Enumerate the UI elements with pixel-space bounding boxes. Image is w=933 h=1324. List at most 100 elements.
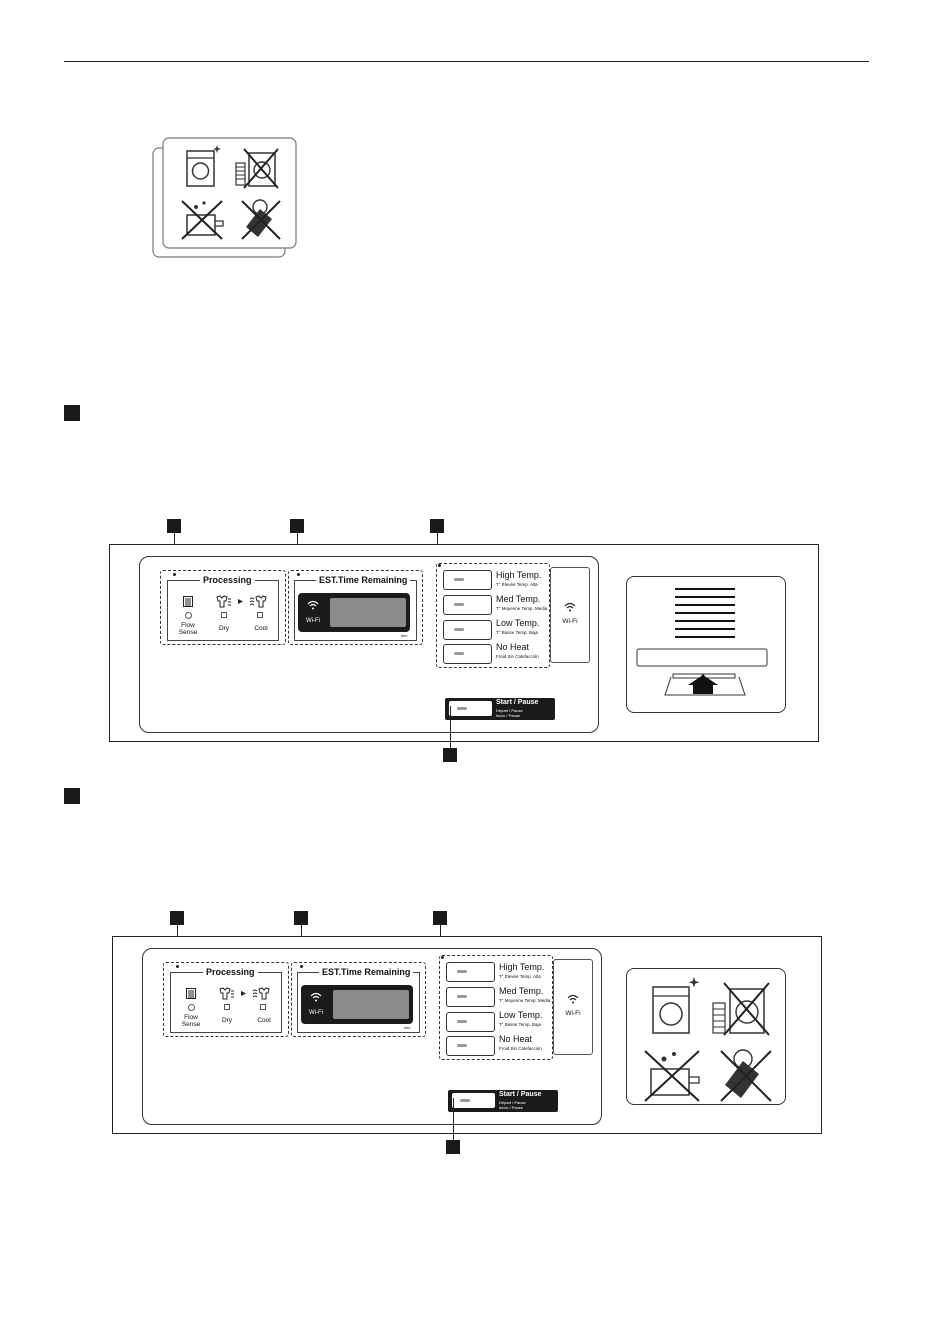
callout-marker-start: [443, 748, 457, 762]
no-wet-clothes-icon: [235, 148, 279, 189]
display-wifi-label: Wi-Fi: [309, 1010, 323, 1016]
high-temp-sub: T° Élevée Temp. Alta: [496, 582, 538, 587]
flow-sense-led: [188, 1004, 195, 1011]
cool-led: [257, 612, 263, 618]
cool-icon: [253, 987, 270, 1000]
caution-icon-card: [152, 137, 298, 259]
flow-sense-icon: [186, 988, 196, 999]
start-pause-button[interactable]: [452, 1093, 495, 1108]
high-temp-button[interactable]: [446, 962, 495, 982]
low-temp-label: Low Temp.: [499, 1010, 543, 1020]
no-washing-icon: [644, 1050, 700, 1102]
low-temp-button[interactable]: [443, 620, 492, 640]
processing-title: Processing: [200, 575, 255, 585]
temperature-group: [436, 563, 550, 668]
no-heat-button[interactable]: [443, 644, 492, 664]
no-wet-clothes-icon: [712, 982, 770, 1036]
min-label: min: [404, 1025, 411, 1030]
flow-sense-label: Flow Sense: [181, 1014, 201, 1028]
arrow-icon: [241, 991, 246, 996]
panel-body: [139, 556, 599, 733]
med-temp-sub: T° Moyenne Temp. Media: [496, 606, 548, 611]
wifi-button[interactable]: Wi-Fi: [553, 959, 593, 1055]
control-panel-2: Processing Flow Sense Dry Cool EST.Time …: [112, 936, 822, 1134]
wifi-icon: [564, 602, 576, 612]
cool-icon: [250, 595, 267, 608]
dry-led: [224, 1004, 230, 1010]
no-washing-icon: [181, 200, 224, 240]
callout-marker-processing: [170, 911, 184, 925]
wifi-icon: [307, 600, 319, 610]
wifi-button-label: Wi-Fi: [565, 1010, 581, 1017]
wifi-button[interactable]: Wi-Fi: [550, 567, 590, 663]
wifi-icon: [567, 994, 579, 1004]
start-pause-button[interactable]: [449, 701, 492, 716]
callout-marker-temps: [433, 911, 447, 925]
header-rule: [64, 61, 869, 62]
time-group: [291, 962, 426, 1037]
section-marker-2: [64, 788, 80, 804]
time-title: EST.Time Remaining: [316, 575, 411, 585]
caution-icons: [644, 977, 772, 1102]
dry-icon: [216, 595, 231, 608]
processing-title: Processing: [203, 967, 258, 977]
no-heat-sub: Froid Sin Calefacción: [499, 1046, 542, 1051]
time-group: [288, 570, 423, 645]
temperature-group: [439, 955, 553, 1060]
cool-label: Cool: [257, 1017, 271, 1024]
low-temp-button[interactable]: [446, 1012, 495, 1032]
start-pause-sub1: Départ / Pause: [499, 1100, 526, 1105]
callout-marker-time: [294, 911, 308, 925]
start-pause-sub2: Inicio / Pause: [499, 1105, 524, 1110]
processing-group: [163, 962, 289, 1037]
lint-filter-icon: [636, 588, 768, 696]
lint-filter-panel: [626, 576, 786, 713]
low-temp-label: Low Temp.: [496, 618, 540, 628]
flow-sense-label: Flow Sense: [178, 622, 198, 636]
time-title: EST.Time Remaining: [319, 967, 414, 977]
control-panel-1: Processing Flow Sense Dry Cool EST.Time …: [109, 544, 819, 742]
caution-panel: [626, 968, 786, 1105]
no-flammable-icon: [241, 199, 281, 240]
cool-label: Cool: [254, 625, 268, 632]
time-lcd: [330, 598, 406, 627]
dry-led: [221, 612, 227, 618]
panel-body: [142, 948, 602, 1125]
callout-marker-temps: [430, 519, 444, 533]
med-temp-label: Med Temp.: [499, 986, 544, 996]
med-temp-button[interactable]: [443, 595, 492, 615]
washer-ok-icon: [186, 145, 221, 187]
flow-sense-icon: [183, 596, 193, 607]
no-heat-sub: Froid Sin Calefacción: [496, 654, 539, 659]
med-temp-button[interactable]: [446, 987, 495, 1007]
cool-led: [260, 1004, 266, 1010]
processing-group: [160, 570, 286, 645]
start-pause-sub2: Inicio / Pause: [496, 713, 521, 718]
high-temp-button[interactable]: [443, 570, 492, 590]
low-temp-sub: T° Basse Temp. Baja: [496, 630, 538, 635]
high-temp-label: High Temp.: [499, 962, 545, 972]
no-heat-label: No Heat: [496, 642, 530, 652]
arrow-icon: [238, 599, 243, 604]
no-heat-label: No Heat: [499, 1034, 533, 1044]
display-wifi-label: Wi-Fi: [306, 618, 320, 624]
callout-marker-start: [446, 1140, 460, 1154]
wifi-icon: [310, 992, 322, 1002]
dry-label: Dry: [218, 625, 230, 632]
high-temp-label: High Temp.: [496, 570, 542, 580]
start-pause-sub1: Départ / Pause: [496, 708, 523, 713]
dry-icon: [219, 987, 234, 1000]
min-label: min: [401, 633, 408, 638]
high-temp-sub: T° Élevée Temp. Alta: [499, 974, 541, 979]
med-temp-label: Med Temp.: [496, 594, 541, 604]
start-pause-label: Start / Pause: [496, 699, 539, 706]
time-lcd: [333, 990, 409, 1019]
no-heat-button[interactable]: [446, 1036, 495, 1056]
callout-marker-processing: [167, 519, 181, 533]
callout-marker-time: [290, 519, 304, 533]
start-pause-label: Start / Pause: [499, 1091, 542, 1098]
section-marker-1: [64, 405, 80, 421]
washer-ok-icon: [652, 977, 700, 1034]
flow-sense-led: [185, 612, 192, 619]
wifi-button-label: Wi-Fi: [562, 618, 578, 625]
